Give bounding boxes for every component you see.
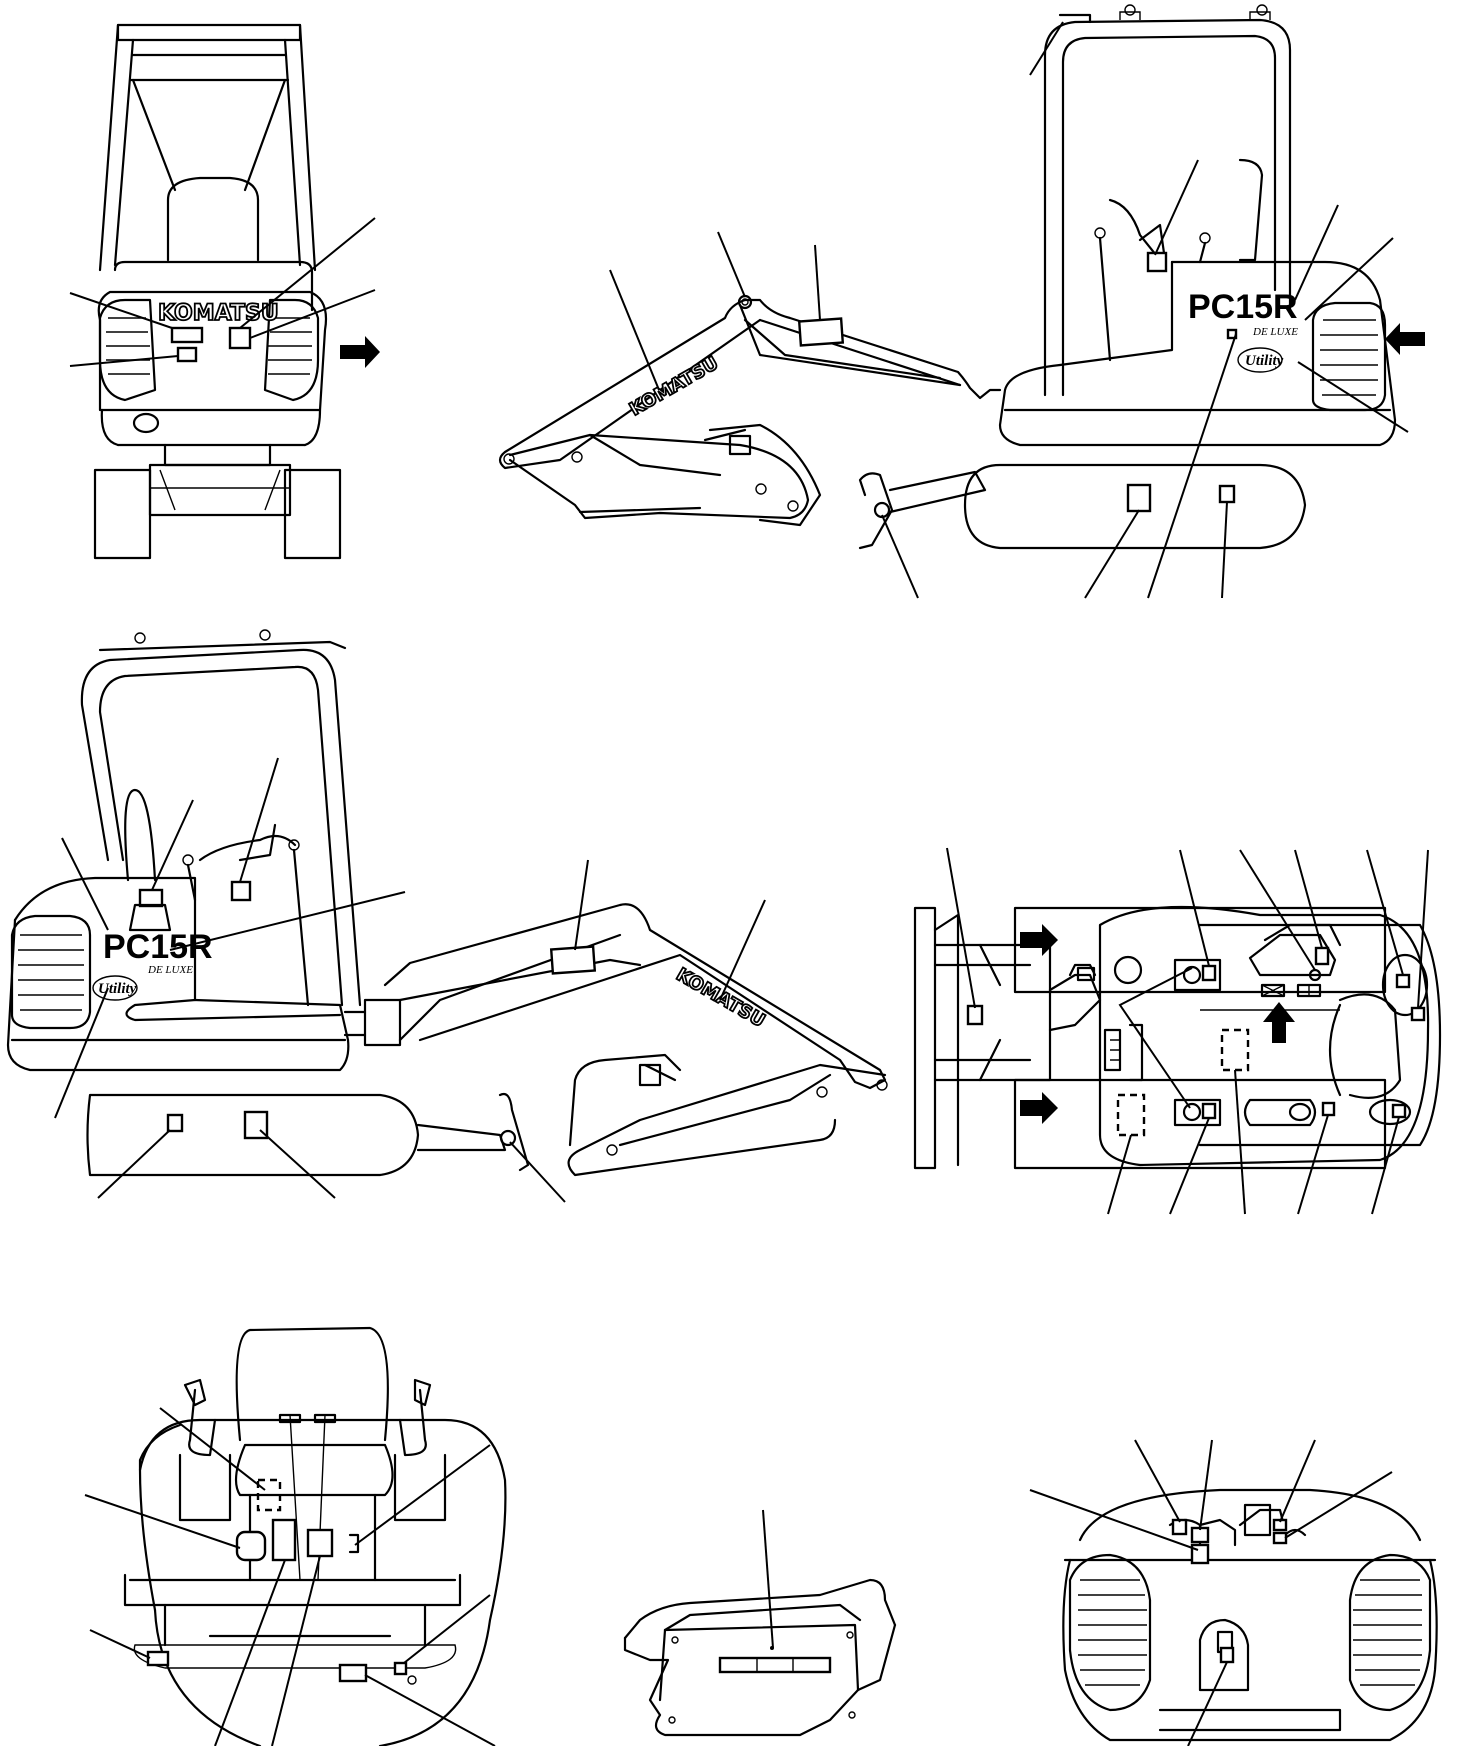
rside-model-sub: DE LUXE <box>147 964 193 976</box>
left-side-view: PC15R DE LUXE Utility KOMATSU <box>498 4 1425 599</box>
rside-utility-logo: Utility <box>98 981 137 997</box>
front-arrow-icon <box>340 336 380 368</box>
top-view <box>913 847 1442 1215</box>
front-decal-1 <box>170 326 204 344</box>
front-decal-2 <box>176 346 198 363</box>
top-decal-dashed-1 <box>1220 1028 1250 1072</box>
top-decal-rear-2 <box>1395 973 1411 989</box>
seat-view <box>84 1326 507 1746</box>
side-model-badge: PC15R <box>1188 288 1298 326</box>
rside-decal-seat <box>138 888 164 908</box>
top-decal-rear-1 <box>1321 1101 1336 1117</box>
top-arrow-icon-1 <box>1020 924 1058 956</box>
seat-decal-square <box>306 1528 334 1558</box>
top-decal-rconsole <box>1201 1102 1217 1120</box>
right-side-view: PC15R DE LUXE Utility KOMATSU <box>6 629 888 1203</box>
side-decal-console <box>1146 251 1168 273</box>
front-decal-3 <box>228 326 252 350</box>
side-decal-track-1 <box>1126 483 1152 513</box>
front-brand-logo: KOMATSU <box>158 301 279 326</box>
top-decal-rear-3 <box>1410 1006 1426 1022</box>
top-arrow-icon-2 <box>1020 1092 1058 1124</box>
top-decal-panel <box>1314 946 1330 966</box>
rside-decal-boom <box>549 945 597 975</box>
rear-decal-2 <box>1190 1526 1210 1544</box>
side-decal-boom <box>797 317 845 347</box>
rside-decal-console <box>230 880 252 902</box>
top-decal-lconsole <box>1201 964 1217 982</box>
side-utility-logo: Utility <box>1245 353 1284 369</box>
rear-decal-5 <box>1272 1531 1288 1545</box>
top-decal-blade <box>966 1004 984 1026</box>
rside-model-badge: PC15R <box>103 928 213 966</box>
top-decal-dashed-2 <box>1116 1093 1146 1137</box>
seat-decal-dashed <box>256 1478 282 1512</box>
side-model-sub: DE LUXE <box>1252 326 1298 338</box>
side-brand-boom: KOMATSU <box>626 353 722 421</box>
rear-decal-6 <box>1219 1646 1235 1664</box>
side-decal-track-2 <box>1218 484 1236 504</box>
seat-decal-right <box>393 1661 408 1676</box>
top-arrow-icon-up <box>1263 1002 1295 1043</box>
seat-decal-round <box>235 1530 267 1562</box>
cover-decal-strip <box>718 1656 832 1674</box>
top-decal-rear-4 <box>1391 1103 1407 1119</box>
seat-decal-left <box>146 1650 170 1667</box>
front-view: KOMATSU <box>69 23 380 560</box>
rside-decal-track-1 <box>166 1113 184 1133</box>
rear-view <box>1029 1439 1438 1746</box>
seat-decal-bottom <box>338 1663 368 1683</box>
side-arrow-icon <box>1385 323 1425 355</box>
seat-decal-tall <box>271 1518 297 1562</box>
cover-detail-view <box>623 1509 897 1737</box>
